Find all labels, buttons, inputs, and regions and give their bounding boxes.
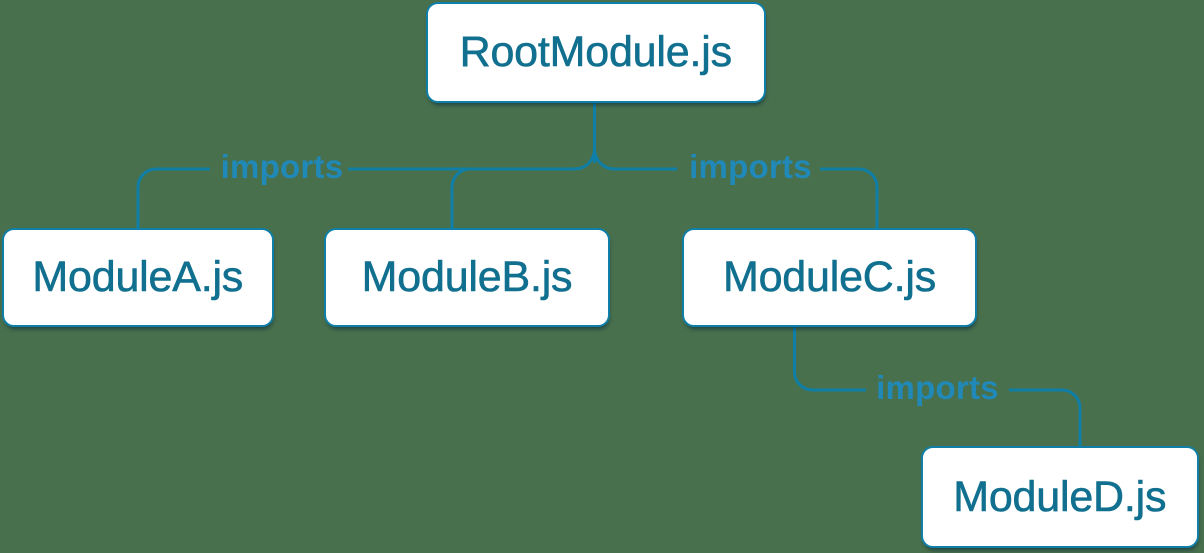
svg-text:imports: imports	[876, 369, 999, 406]
svg-text:imports: imports	[689, 148, 812, 185]
svg-text:imports: imports	[221, 148, 344, 185]
